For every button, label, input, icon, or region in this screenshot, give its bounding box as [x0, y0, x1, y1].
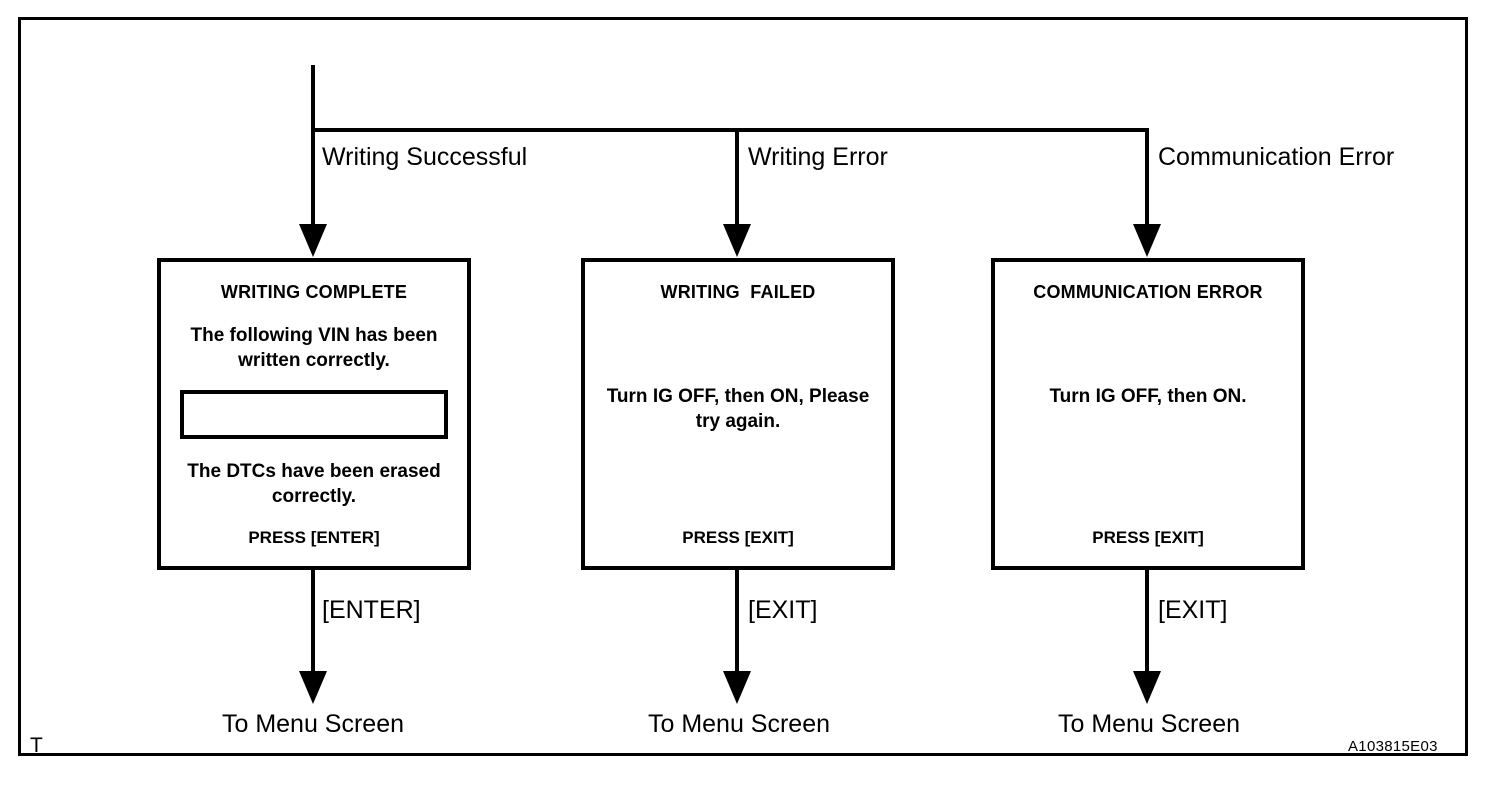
- screen-title-writing-complete: WRITING COMPLETE: [220, 282, 408, 302]
- screen-title-writing-failed: WRITING FAILED: [660, 282, 816, 302]
- branch-arrowhead-writing-error: [723, 224, 751, 257]
- exit-key-label-exit-communication-error: [EXIT]: [1158, 596, 1228, 624]
- distribution-bus-line: [311, 128, 1149, 132]
- branch-arrowhead-communication-error: [1133, 224, 1161, 257]
- exit-arrowhead-communication-error: [1133, 671, 1161, 704]
- branch-label-writing-successful: Writing Successful: [322, 143, 528, 171]
- entry-stem-line: [311, 65, 315, 132]
- screen-press-prompt-enter: PRESS [ENTER]: [248, 528, 380, 547]
- exit-line-writing-failed: [735, 570, 739, 673]
- screen-message-vin-written: The following VIN has been written corre…: [190, 325, 438, 372]
- screen-box-writing-complete: WRITING COMPLETE The following VIN has b…: [157, 258, 471, 570]
- screen-box-communication-error: COMMUNICATION ERROR Turn IG OFF, then ON…: [991, 258, 1305, 570]
- screen-box-writing-failed: WRITING FAILED Turn IG OFF, then ON, Ple…: [581, 258, 895, 570]
- exit-line-communication-error: [1145, 570, 1149, 673]
- branch-label-communication-error: Communication Error: [1158, 143, 1395, 171]
- exit-key-label-exit-writing-failed: [EXIT]: [748, 596, 818, 624]
- corner-mark-t: T: [30, 734, 43, 757]
- terminal-caption-menu-screen-3: To Menu Screen: [1057, 710, 1241, 738]
- figure-border: [18, 17, 1468, 756]
- screen-press-prompt-exit-writing-failed: PRESS [EXIT]: [682, 528, 794, 547]
- figure-reference-code: A103815E03: [1348, 738, 1438, 755]
- exit-key-label-enter: [ENTER]: [322, 596, 421, 624]
- branch-label-writing-error: Writing Error: [748, 143, 888, 171]
- screen-message-dtc-erased: The DTCs have been erased correctly.: [187, 461, 441, 508]
- screen-title-communication-error: COMMUNICATION ERROR: [1033, 282, 1263, 302]
- vin-value-field[interactable]: [180, 390, 448, 440]
- branch-line-communication-error: [1145, 128, 1149, 226]
- terminal-caption-menu-screen-1: To Menu Screen: [221, 710, 405, 738]
- branch-line-writing-error: [735, 128, 739, 226]
- screen-press-prompt-exit-communication-error: PRESS [EXIT]: [1092, 528, 1204, 547]
- screen-message-retry: Turn IG OFF, then ON, Please try again.: [606, 386, 870, 433]
- exit-arrowhead-writing-complete: [299, 671, 327, 704]
- branch-arrowhead-writing-successful: [299, 224, 327, 257]
- terminal-caption-menu-screen-2: To Menu Screen: [647, 710, 831, 738]
- exit-line-writing-complete: [311, 570, 315, 673]
- exit-arrowhead-writing-failed: [723, 671, 751, 704]
- screen-message-ig-cycle: Turn IG OFF, then ON.: [1049, 386, 1247, 407]
- branch-line-writing-successful: [311, 128, 315, 226]
